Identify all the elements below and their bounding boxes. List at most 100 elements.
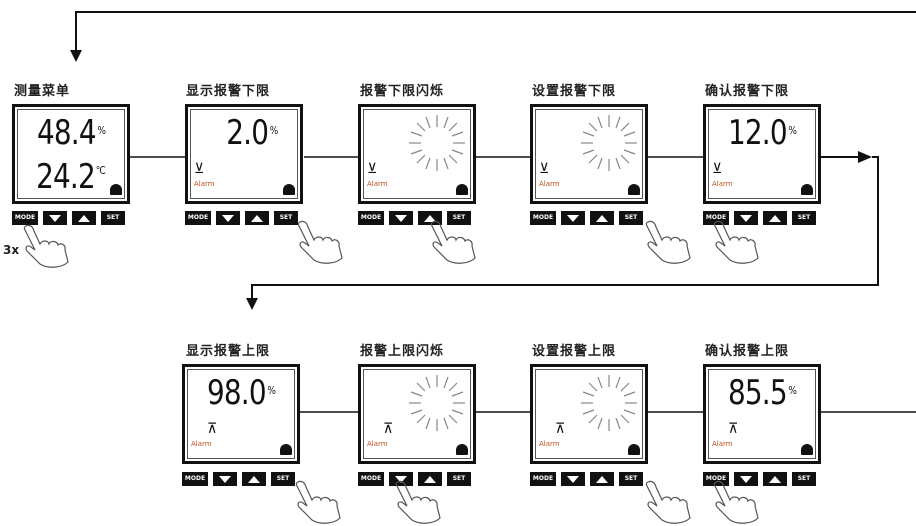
pointing-hand-icon xyxy=(295,480,341,524)
blink-icon xyxy=(581,375,637,431)
step-label: 报警下限闪烁 xyxy=(360,84,445,99)
alarm-text: Alarm xyxy=(539,440,560,448)
high-limit-icon: ⊼ xyxy=(728,421,739,437)
up-arrow-icon xyxy=(78,215,90,222)
set-button[interactable]: SET xyxy=(792,211,816,225)
down-button[interactable] xyxy=(389,211,413,225)
mode-button[interactable]: MODE xyxy=(185,211,211,225)
low-limit-icon: ⊻ xyxy=(194,161,205,177)
device-display: ⊼ Alarm xyxy=(358,364,476,464)
up-button[interactable] xyxy=(245,211,269,225)
mode-button[interactable]: MODE xyxy=(12,211,38,225)
device-display: 98.0% ⊼ Alarm xyxy=(182,364,300,464)
press-count: 3x xyxy=(3,243,20,257)
arrow-down-head xyxy=(70,50,82,62)
device-display: ⊼ Alarm xyxy=(530,364,648,464)
step-label: 测量菜单 xyxy=(14,84,71,99)
down-button[interactable] xyxy=(389,472,413,486)
step-label: 确认报警下限 xyxy=(705,84,790,99)
up-arrow-icon xyxy=(248,476,260,483)
set-button[interactable]: SET xyxy=(447,472,471,486)
pointing-hand-icon xyxy=(645,220,691,264)
down-arrow-icon xyxy=(567,476,579,483)
alarm-text: Alarm xyxy=(191,440,212,448)
low-limit-icon: ⊻ xyxy=(539,161,550,177)
up-button[interactable] xyxy=(763,211,787,225)
down-button[interactable] xyxy=(561,211,585,225)
pointing-hand-icon xyxy=(645,480,691,524)
up-button[interactable] xyxy=(242,472,266,486)
up-button[interactable] xyxy=(590,472,614,486)
high-limit-icon: ⊼ xyxy=(555,421,566,437)
down-button[interactable] xyxy=(213,472,237,486)
up-button[interactable] xyxy=(590,211,614,225)
up-arrow-icon xyxy=(596,215,608,222)
step-label: 显示报警上限 xyxy=(186,344,271,359)
down-connector xyxy=(251,156,879,302)
mode-button[interactable]: MODE xyxy=(358,211,384,225)
down-arrow-icon xyxy=(395,476,407,483)
pointing-hand-icon xyxy=(430,220,476,264)
display-value-secondary: 24.2°C xyxy=(36,157,106,197)
up-arrow-icon xyxy=(769,476,781,483)
pointing-hand-icon xyxy=(713,220,759,264)
set-button[interactable]: SET xyxy=(271,472,295,486)
pointing-hand-icon xyxy=(23,224,69,268)
device-display: 12.0% ⊻ Alarm xyxy=(703,104,821,204)
display-value: 98.0% xyxy=(206,373,276,413)
set-button[interactable]: SET xyxy=(619,211,643,225)
alarm-text: Alarm xyxy=(712,180,733,188)
mode-button[interactable]: MODE xyxy=(530,472,556,486)
return-line xyxy=(75,11,916,58)
blink-icon xyxy=(581,115,637,171)
up-arrow-icon xyxy=(769,215,781,222)
down-arrow-icon xyxy=(567,215,579,222)
alarm-text: Alarm xyxy=(712,440,733,448)
device-display: 85.5% ⊼ Alarm xyxy=(703,364,821,464)
down-button[interactable] xyxy=(43,211,67,225)
alarm-text: Alarm xyxy=(539,180,560,188)
blink-icon xyxy=(409,375,465,431)
up-button[interactable] xyxy=(418,472,442,486)
up-arrow-icon xyxy=(424,476,436,483)
up-arrow-icon xyxy=(596,476,608,483)
high-limit-icon: ⊼ xyxy=(383,421,394,437)
down-button[interactable] xyxy=(216,211,240,225)
mode-button[interactable]: MODE xyxy=(530,211,556,225)
step-label: 报警上限闪烁 xyxy=(360,344,445,359)
device-display: ⊻ Alarm xyxy=(358,104,476,204)
set-button[interactable]: SET xyxy=(101,211,125,225)
alarm-text: Alarm xyxy=(367,180,388,188)
mode-button[interactable]: MODE xyxy=(358,472,384,486)
set-button[interactable]: SET xyxy=(274,211,298,225)
high-limit-icon: ⊼ xyxy=(207,421,218,437)
display-value: 85.5% xyxy=(727,373,797,413)
set-button[interactable]: SET xyxy=(792,472,816,486)
down-button[interactable] xyxy=(561,472,585,486)
device-display: 2.0% ⊻ Alarm xyxy=(185,104,303,204)
up-arrow-icon xyxy=(251,215,263,222)
up-arrow-icon xyxy=(424,215,436,222)
blink-icon xyxy=(409,115,465,171)
mode-button[interactable]: MODE xyxy=(703,472,729,486)
device-display: ⊻ Alarm xyxy=(530,104,648,204)
down-button[interactable] xyxy=(734,211,758,225)
step-label: 显示报警下限 xyxy=(186,84,271,99)
down-button[interactable] xyxy=(734,472,758,486)
set-button[interactable]: SET xyxy=(619,472,643,486)
mode-button[interactable]: MODE xyxy=(703,211,729,225)
display-value: 2.0% xyxy=(226,113,279,153)
down-arrow-icon xyxy=(740,476,752,483)
down-arrow-icon xyxy=(395,215,407,222)
pointing-hand-icon xyxy=(297,220,343,264)
up-button[interactable] xyxy=(763,472,787,486)
step-label: 确认报警上限 xyxy=(705,344,790,359)
mode-button[interactable]: MODE xyxy=(182,472,208,486)
set-button[interactable]: SET xyxy=(447,211,471,225)
pointing-hand-icon xyxy=(395,480,441,524)
up-button[interactable] xyxy=(72,211,96,225)
step-label: 设置报警上限 xyxy=(532,344,617,359)
display-value: 12.0% xyxy=(727,113,797,153)
down-arrow-icon xyxy=(49,215,61,222)
